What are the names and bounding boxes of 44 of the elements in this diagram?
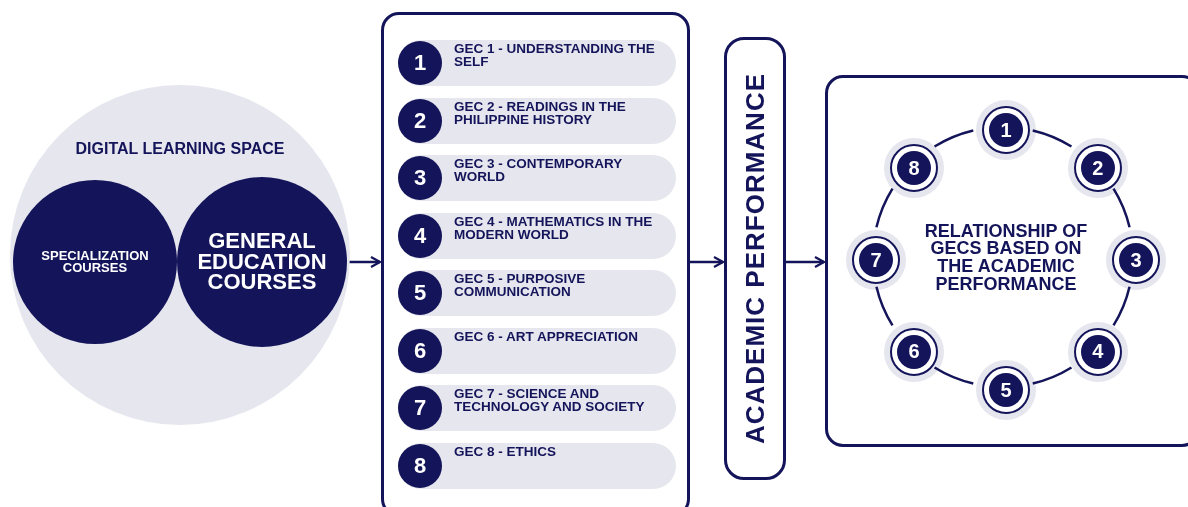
- connector-line: [1112, 187, 1131, 228]
- course-title: GEC 5 - PURPOSIVE COMMUNICATION: [454, 272, 587, 299]
- course-item: [398, 385, 676, 431]
- vertical-title: ACADEMIC PERFORMANCE: [739, 73, 771, 444]
- course-label: SPECIALIZATION COURSES: [40, 249, 150, 275]
- step-number: 7: [398, 386, 442, 430]
- connector-line: [1032, 366, 1073, 385]
- connector-line: [933, 129, 974, 148]
- connector-line: [1032, 129, 1073, 148]
- arrow: [347, 255, 382, 269]
- step-number: 1: [398, 41, 442, 85]
- course-item: [398, 442, 676, 489]
- arrow: [786, 255, 826, 269]
- step-number: 4: [398, 213, 442, 258]
- step-number: 6: [398, 328, 442, 373]
- course-title: GEC 4 - MATHEMATICS IN THE MODERN WORLD: [454, 214, 654, 241]
- center-title: RELATIONSHIP OF GECS BASED ON THE ACADEMIC PERFORMANCE: [923, 222, 1089, 294]
- connector-line: [933, 366, 974, 385]
- connector-line: [1112, 286, 1131, 327]
- course-item: [398, 40, 676, 86]
- numbered-node: [884, 138, 945, 199]
- step-number: 8: [398, 443, 442, 488]
- course-title: GEC 3 - CONTEMPORARY WORLD: [454, 157, 624, 184]
- step-number: 5: [398, 271, 442, 315]
- course-item: [398, 212, 676, 259]
- arrow: [690, 255, 725, 269]
- course-title: GEC 8 - ETHICS: [454, 444, 557, 458]
- course-title: GEC 1 - UNDERSTANDING THE SELF: [454, 42, 656, 69]
- course-title: GEC 2 - READINGS IN THE PHILIPPINE HISTORY: [454, 99, 627, 126]
- connector-line: [875, 187, 894, 228]
- panel-frame: [825, 75, 1188, 447]
- connector-line: [875, 286, 894, 327]
- course-label: GENERAL EDUCATION COURSES: [196, 230, 328, 294]
- step-number: 3: [398, 156, 442, 200]
- title-panel: [724, 37, 786, 480]
- panel-frame: [381, 12, 690, 507]
- course-title: GEC 7 - SCIENCE AND TECHNOLOGY AND SOCIETY: [454, 387, 646, 414]
- course-item: [398, 97, 676, 144]
- course-item: [398, 270, 676, 316]
- group-title: DIGITAL LEARNING SPACE: [74, 140, 286, 158]
- course-title: GEC 6 - ART APPRECIATION: [454, 329, 639, 343]
- course-item: [398, 155, 676, 201]
- course-item: [398, 327, 676, 374]
- step-number: 2: [398, 98, 442, 143]
